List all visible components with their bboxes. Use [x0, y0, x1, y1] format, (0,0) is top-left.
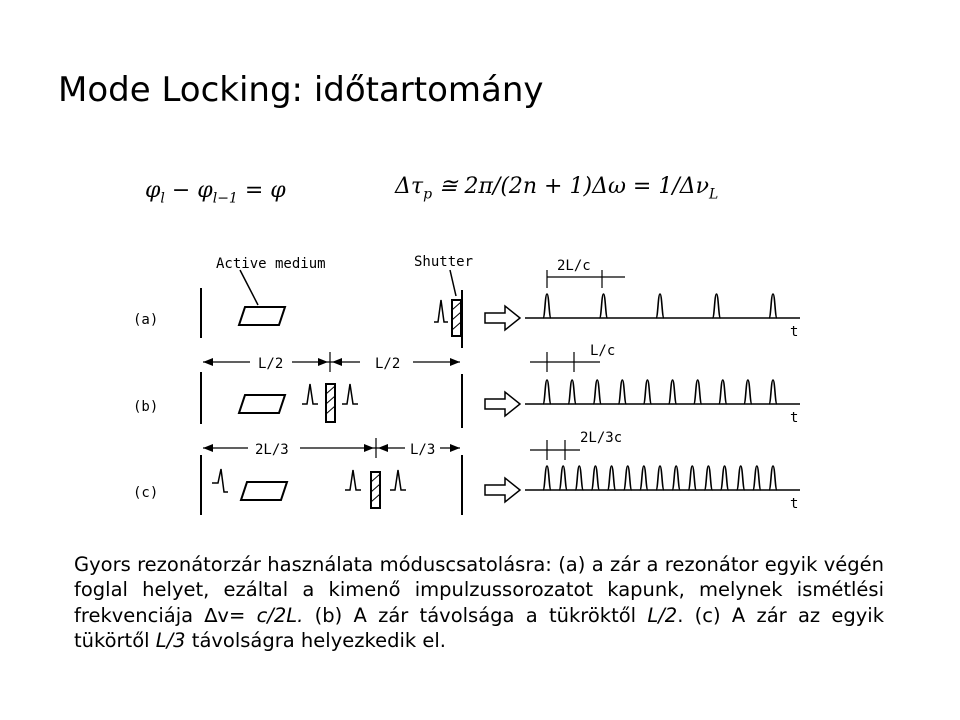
distance-right-c: L/3	[410, 442, 435, 458]
output-pulse	[743, 379, 753, 405]
phase-formula: φl − φl−1 = φ	[145, 178, 286, 207]
row-label-b: (b)	[133, 399, 158, 415]
output-pulse	[567, 379, 577, 405]
active-medium-b	[237, 394, 287, 414]
spacing-label-a: 2L/c	[557, 258, 591, 274]
shutter-c	[370, 471, 381, 509]
pulse-width-formula: Δτp ≅ 2π/(2n + 1)Δω = 1/ΔνL	[395, 174, 719, 203]
output-pulse	[719, 465, 730, 491]
row-label-a: (a)	[133, 312, 158, 328]
cavity-pulse-a	[434, 299, 448, 323]
spacing-label-c: 2L/3c	[580, 430, 622, 446]
shutter-pointer	[449, 269, 457, 297]
shutter-b	[325, 383, 336, 423]
axis-label-a: t	[790, 324, 798, 340]
output-pulse	[692, 379, 703, 405]
output-pulse	[687, 465, 698, 491]
output-pulse	[655, 293, 665, 319]
distance-left-b: L/2	[258, 356, 283, 372]
output-pulse	[542, 465, 552, 491]
output-pulse	[622, 465, 633, 491]
output-arrow-a	[484, 304, 522, 332]
output-pulse	[768, 465, 778, 491]
spacing-label-b: L/c	[590, 343, 615, 359]
axis-label-c: t	[790, 496, 798, 512]
output-pulse	[639, 465, 649, 491]
cavity-pulse-c1	[212, 468, 228, 493]
axis-label-b: t	[790, 410, 798, 426]
cavity-pulse-b1	[302, 383, 318, 405]
active-medium-pointer	[239, 269, 259, 306]
distance-left-c: 2L/3	[255, 442, 289, 458]
output-pulse	[642, 379, 653, 405]
output-pulse	[717, 379, 728, 405]
output-pulse	[768, 293, 778, 319]
active-medium-c	[239, 481, 289, 501]
caption-paragraph: Gyors rezonátorzár használata móduscsato…	[74, 553, 885, 653]
active-medium-label: Active medium	[216, 256, 326, 272]
cavity-pulse-c2	[345, 469, 361, 491]
output-pulse	[671, 465, 681, 491]
row-label-c: (c)	[133, 485, 158, 501]
output-pulse	[592, 379, 603, 405]
distance-right-b: L/2	[375, 356, 400, 372]
output-pulse	[542, 379, 552, 405]
output-pulse	[655, 465, 665, 491]
output-pulse	[617, 379, 628, 405]
output-pulse	[606, 465, 617, 491]
output-arrow-c	[484, 476, 522, 504]
output-pulse	[711, 293, 722, 319]
output-arrow-b	[484, 390, 522, 418]
output-pulse	[558, 465, 568, 491]
output-pulse	[703, 465, 714, 491]
output-pulse	[667, 379, 678, 405]
output-pulse	[735, 465, 746, 491]
output-pulse	[598, 293, 609, 319]
output-pulse	[574, 465, 585, 491]
cavity-pulse-b2	[342, 383, 358, 405]
output-pulse	[768, 379, 778, 405]
page-title: Mode Locking: időtartomány	[58, 70, 544, 110]
active-medium-a	[237, 306, 287, 326]
cavity-pulse-c3	[390, 469, 406, 491]
shutter-label: Shutter	[414, 254, 473, 270]
output-pulse	[590, 465, 601, 491]
output-pulse	[542, 293, 552, 319]
shutter-a	[451, 299, 462, 337]
output-pulse	[752, 465, 762, 491]
